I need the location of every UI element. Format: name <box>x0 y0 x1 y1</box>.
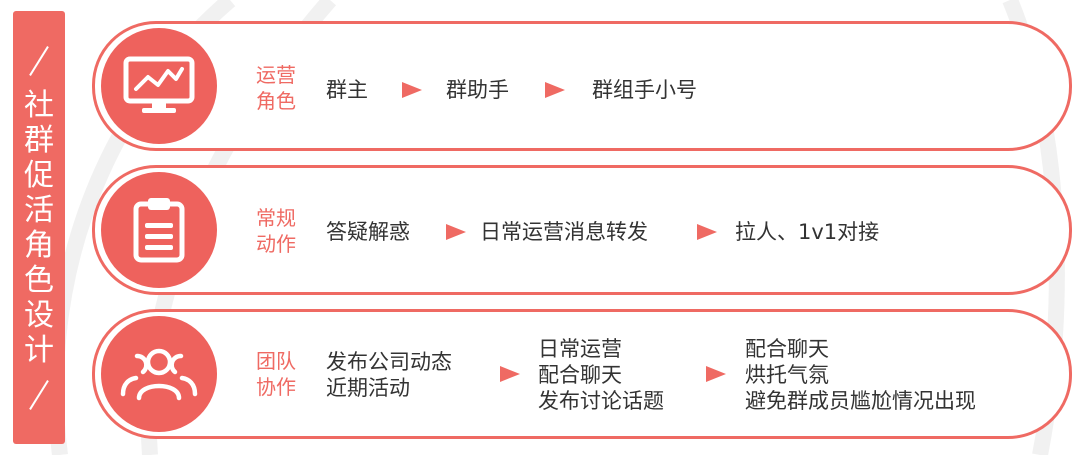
row-team-collaboration <box>92 309 1072 439</box>
row-label-team-collaboration: 团队 协作 <box>256 348 312 400</box>
label-line: 运营 <box>256 63 296 87</box>
arrow-icon <box>500 366 520 382</box>
item-group-chat-support: 配合聊天 烘托气氛 避免群成员尴尬情况出现 <box>745 336 976 414</box>
item-line: 发布讨论话题 <box>538 389 664 413</box>
item-invite-1v1: 拉人、1v1对接 <box>735 220 880 244</box>
row-label-operation-roles: 运营 角色 <box>256 62 312 114</box>
item-line: 避免群成员尴尬情况出现 <box>745 389 976 413</box>
top-slash-decoration <box>29 45 49 76</box>
arrow-icon <box>446 224 466 240</box>
item-group-assistant: 群助手 <box>446 78 509 102</box>
item-answer-questions: 答疑解惑 <box>326 220 410 244</box>
item-line: 发布公司动态 <box>326 350 452 374</box>
clipboard-list-icon <box>101 172 217 288</box>
row-operation-roles <box>92 21 1072 151</box>
side-banner: 社群促活角色设计 <box>13 11 65 444</box>
arrow-icon <box>706 366 726 382</box>
item-group-alt-account: 群组手小号 <box>592 78 697 102</box>
bottom-slash-decoration <box>29 379 49 410</box>
item-group-company-news: 发布公司动态 近期活动 <box>326 349 452 401</box>
label-line: 常规 <box>256 206 296 230</box>
side-title: 社群促活角色设计 <box>24 87 54 368</box>
row-label-routine-actions: 常规 动作 <box>256 205 312 257</box>
item-line: 配合聊天 <box>538 363 622 387</box>
item-line: 烘托气氛 <box>745 363 829 387</box>
item-forward-messages: 日常运营消息转发 <box>480 220 648 244</box>
arrow-icon <box>697 224 717 240</box>
item-group-daily-operation: 日常运营 配合聊天 发布讨论话题 <box>538 336 664 414</box>
item-line: 日常运营 <box>538 337 622 361</box>
item-line: 近期活动 <box>326 376 410 400</box>
item-group-owner: 群主 <box>326 78 368 102</box>
label-line: 动作 <box>256 232 296 256</box>
row-routine-actions <box>92 165 1072 295</box>
item-line: 配合聊天 <box>745 337 829 361</box>
team-users-icon <box>101 316 217 432</box>
label-line: 团队 <box>256 349 296 373</box>
label-line: 协作 <box>256 375 296 399</box>
arrow-icon <box>545 82 565 98</box>
label-line: 角色 <box>256 89 296 113</box>
monitor-chart-icon <box>101 28 217 144</box>
arrow-icon <box>402 82 422 98</box>
